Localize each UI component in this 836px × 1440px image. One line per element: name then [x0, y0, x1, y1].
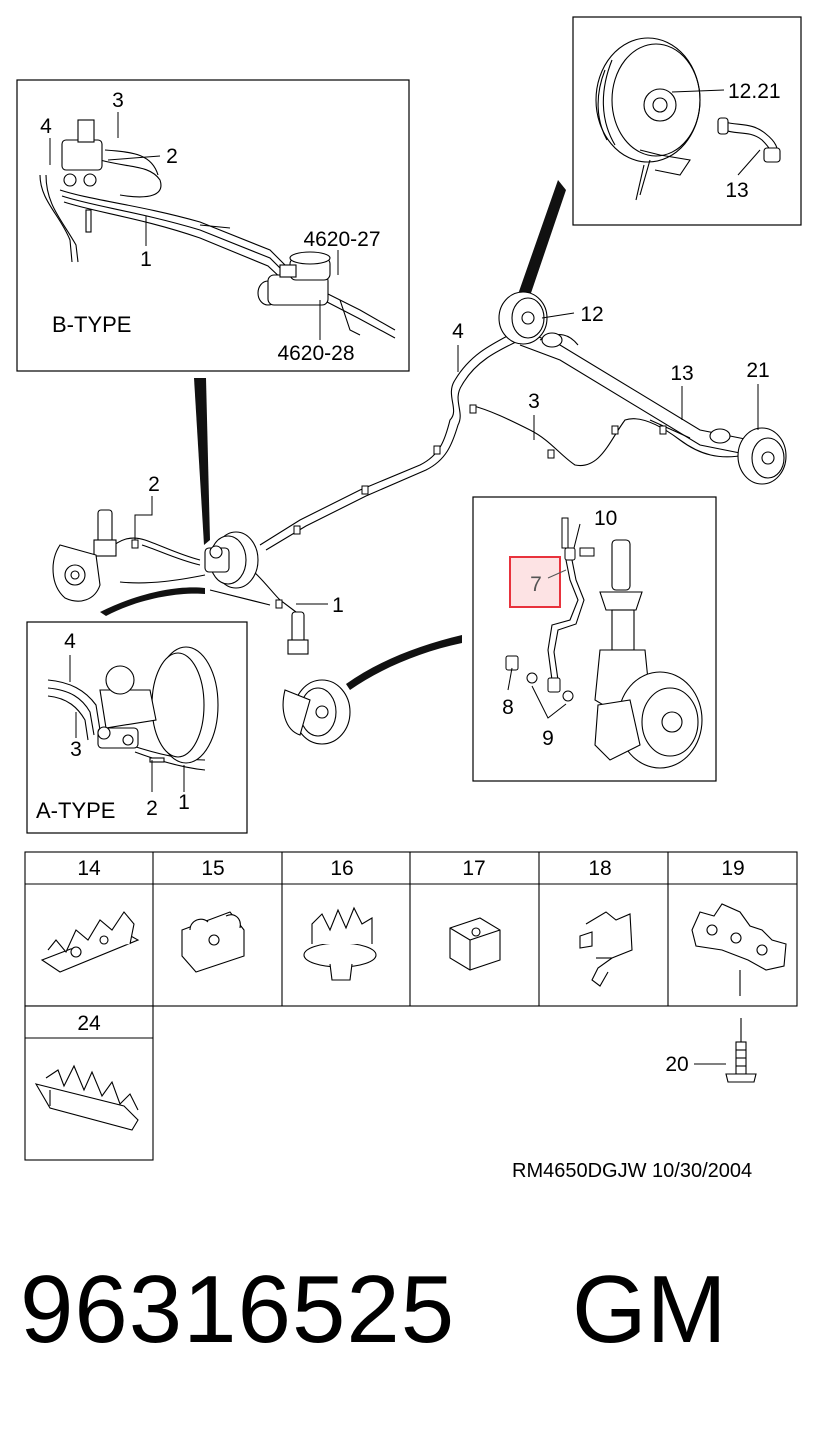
b-type-inset: 3 4 2 1 4620-27 4620-28 B-TYPE [16, 79, 410, 372]
rear-callout-13: 13 [725, 179, 748, 202]
clip-14-header: 14 [77, 857, 101, 880]
a-type-callout-2: 2 [146, 797, 158, 820]
clip-14-drawing [40, 911, 140, 973]
a-type-inset: 4 3 2 1 A-TYPE [26, 621, 248, 834]
front-callout-10: 10 [594, 507, 617, 530]
front-detail-pointer [346, 635, 462, 690]
main-callout-12: 12 [580, 303, 603, 326]
b-type-callout-1: 1 [140, 248, 152, 271]
clip-16-header: 16 [330, 857, 353, 880]
main-callout-3: 3 [528, 390, 540, 413]
b-type-callout-4620-27: 4620-27 [303, 228, 380, 251]
brake-booster [204, 531, 259, 589]
front-right-brake [282, 611, 351, 745]
a-type-pointer [100, 587, 205, 616]
front-callout-7: 7 [530, 573, 542, 596]
b-type-callout-4: 4 [40, 115, 52, 138]
clip-24-header: 24 [77, 1012, 101, 1035]
clip-17-drawing [449, 917, 501, 971]
main-callout-1: 1 [332, 594, 344, 617]
front-left-brake [52, 509, 117, 602]
a-type-title: A-TYPE [36, 798, 115, 823]
rear-drum-pointer [516, 180, 566, 300]
a-type-callout-3: 3 [70, 738, 82, 761]
main-callout-13: 13 [670, 362, 693, 385]
main-callout-21: 21 [746, 359, 769, 382]
front-hose-inset: 10 7 8 9 [472, 496, 717, 782]
clip-19-drawing [691, 903, 787, 996]
highlight-callout-7[interactable] [509, 556, 561, 608]
clip-18-header: 18 [588, 857, 611, 880]
clip-18-drawing [579, 911, 633, 987]
front-callout-8: 8 [502, 696, 514, 719]
b-type-pointer [194, 378, 210, 545]
rear-drum-inset: 12.21 13 [572, 16, 802, 226]
a-type-callout-1: 1 [178, 791, 190, 814]
b-type-callout-2: 2 [166, 145, 178, 168]
b-type-callout-3: 3 [112, 89, 124, 112]
part-number: 96316525 [20, 1256, 456, 1363]
a-type-callout-4: 4 [64, 630, 76, 653]
brand-name: GM [572, 1256, 727, 1363]
main-callout-2: 2 [148, 473, 160, 496]
bolt-20-drawing [725, 1018, 757, 1083]
diagram-reference: RM4650DGJW 10/30/2004 [512, 1160, 753, 1182]
pipe-clip-markers [131, 404, 667, 609]
b-type-callout-4620-28: 4620-28 [277, 342, 354, 365]
front-callout-9: 9 [542, 727, 554, 750]
clip-24-drawing [34, 1064, 139, 1131]
b-type-title: B-TYPE [52, 312, 131, 337]
clip-16-drawing [303, 906, 377, 981]
rear-callout-12-21: 12.21 [728, 80, 781, 103]
clip-17-header: 17 [462, 857, 485, 880]
rear-left-drum [498, 291, 563, 348]
main-callout-4: 4 [452, 320, 464, 343]
rear-right-drum [709, 427, 787, 485]
clip-15-drawing [181, 911, 245, 973]
bolt-20-callout: 20 [665, 1053, 688, 1076]
clip-15-header: 15 [201, 857, 224, 880]
clip-table: 14 15 16 17 18 19 24 [24, 851, 798, 1161]
clip-19-header: 19 [721, 857, 744, 880]
